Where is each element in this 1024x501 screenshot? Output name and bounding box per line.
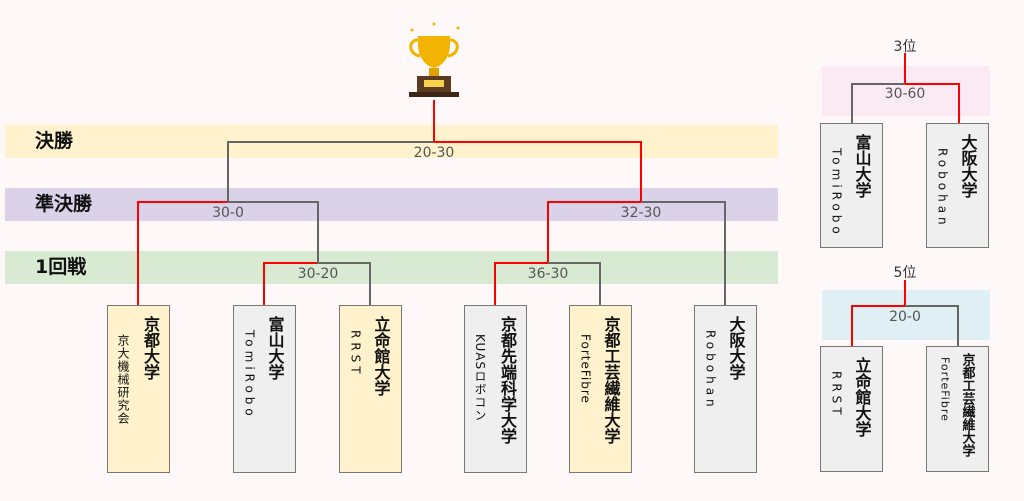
score-semi-right: 32-30: [620, 205, 662, 221]
team-name: TomiRobo: [242, 330, 257, 420]
team-name: ForteFibre: [578, 334, 593, 404]
third-place-label: 3位: [893, 39, 917, 55]
score-r1-right: 36-30: [527, 266, 569, 282]
team-name: 京大機械研究会: [116, 334, 130, 425]
team-box: 京都工芸繊維大学 ForteFibre: [926, 346, 989, 472]
university-name: 京都大学: [141, 316, 160, 380]
university-name: 富山大学: [852, 134, 872, 198]
team-name: TomiRobo: [829, 148, 844, 238]
team-name: ForteFibre: [938, 357, 952, 422]
team-box: 京都工芸繊維大学 ForteFibre: [569, 305, 632, 473]
university-name: 京都先端科学大学: [498, 316, 517, 444]
team-name: KUASロボコン: [473, 334, 487, 423]
semi-band: 準決勝: [5, 188, 778, 221]
university-name: 立命館大学: [371, 316, 391, 396]
trophy-icon: [409, 22, 460, 97]
round-label-semi: 準決勝: [35, 193, 93, 215]
university-name: 大阪大学: [726, 316, 746, 380]
round-label-final: 決勝: [35, 130, 74, 152]
team-box: 立命館大学 RRST: [820, 346, 883, 472]
team-box: 富山大学 TomiRobo: [233, 305, 296, 473]
team-box: 大阪大学 Robohan: [694, 305, 757, 473]
score-final: 20-30: [413, 145, 455, 161]
score-semi-left: 30-0: [212, 205, 244, 221]
university-name: 立命館大学: [852, 357, 872, 437]
university-name: 京都工芸繊維大学: [601, 316, 621, 444]
university-name: 大阪大学: [958, 134, 978, 198]
round-label-first: 1回戦: [35, 256, 87, 278]
score-r1-left: 30-20: [297, 266, 339, 282]
university-name: 富山大学: [265, 316, 285, 380]
team-box: 大阪大学 Robohan: [926, 123, 989, 248]
fifth-place-label: 5位: [893, 265, 917, 281]
team-box: 立命館大学 RRST: [339, 305, 402, 473]
team-name: RRST: [829, 371, 844, 419]
first-round-band: 1回戦: [5, 251, 778, 284]
team-name: Robohan: [935, 148, 950, 229]
score-fifth: 20-0: [889, 309, 921, 325]
university-name: 京都工芸繊維大学: [959, 353, 975, 457]
team-box: 京都先端科学大学 KUASロボコン: [464, 305, 527, 473]
team-box: 富山大学 TomiRobo: [820, 123, 883, 248]
team-box: 京都大学京大機械研究会: [107, 305, 170, 473]
score-third: 30-60: [884, 86, 926, 102]
team-name: RRST: [348, 330, 363, 378]
team-name: Robohan: [703, 330, 718, 411]
